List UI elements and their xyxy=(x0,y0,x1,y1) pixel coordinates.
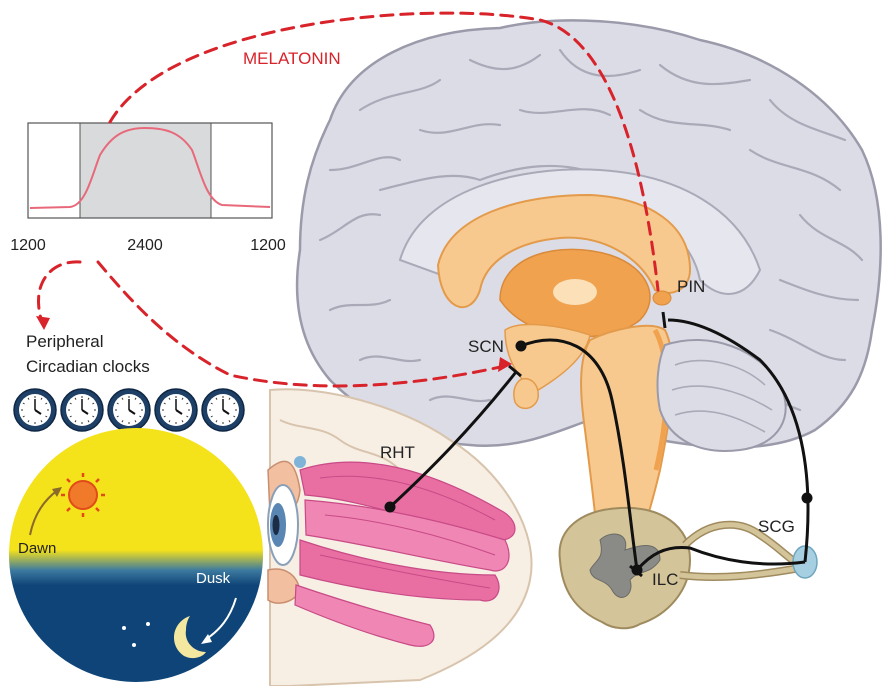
melatonin-plot: 1200 2400 1200 xyxy=(10,123,286,254)
lacrimal-gland xyxy=(294,456,306,468)
rht-label: RHT xyxy=(380,443,415,462)
thalamus-highlight xyxy=(553,279,597,305)
night-shade xyxy=(80,123,211,218)
peripheral-label-line1: Peripheral xyxy=(26,332,104,351)
clock-icon xyxy=(202,389,244,431)
scn-dot xyxy=(516,341,527,352)
clock-icon xyxy=(155,389,197,431)
clock-icon xyxy=(108,389,150,431)
peripheral-label-line2: Circadian clocks xyxy=(26,357,150,376)
pupil-icon xyxy=(273,515,280,535)
pin-label: PIN xyxy=(677,277,705,296)
ilc-label: ILC xyxy=(652,570,678,589)
scg-dot xyxy=(802,493,813,504)
scn-label: SCN xyxy=(468,337,504,356)
pituitary xyxy=(514,379,538,409)
melatonin-label: MELATONIN xyxy=(243,49,341,68)
dusk-label: Dusk xyxy=(196,570,231,587)
pineal-gland xyxy=(653,291,671,305)
clock-icon xyxy=(14,389,56,431)
peripheral-clocks xyxy=(14,389,244,431)
x-tick-1200-left: 1200 xyxy=(10,237,46,254)
scg-label: SCG xyxy=(758,517,795,536)
x-tick-1200-right: 1200 xyxy=(250,237,286,254)
day-night-cycle: Dawn Dusk xyxy=(9,428,263,682)
melatonin-to-periphery-arrow xyxy=(38,262,80,322)
periphery-arrowhead xyxy=(36,316,50,330)
x-tick-2400: 2400 xyxy=(127,237,163,254)
dawn-label: Dawn xyxy=(18,540,56,557)
rht-origin-dot xyxy=(385,502,396,513)
clock-icon xyxy=(61,389,103,431)
